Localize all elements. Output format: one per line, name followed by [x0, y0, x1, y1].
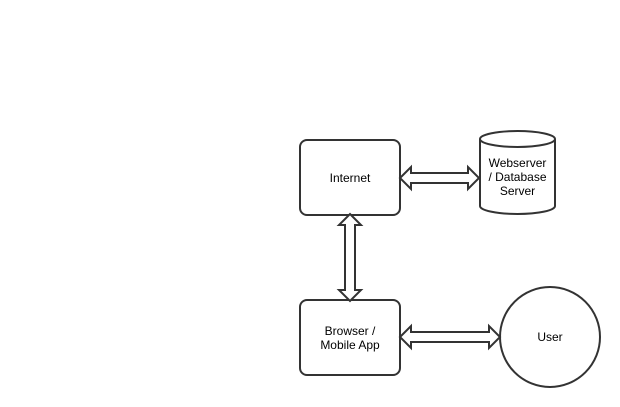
arrow-browser-user	[398, 323, 502, 351]
server-node-shape	[479, 130, 556, 215]
internet-label: Internet	[329, 170, 371, 185]
arrow-internet-browser	[336, 212, 364, 303]
server-label: Webserver / Database Server	[488, 156, 547, 198]
user-label: User	[537, 330, 563, 344]
arrow-internet-server	[398, 164, 481, 192]
browser-label: Browser / Mobile App	[320, 323, 380, 352]
